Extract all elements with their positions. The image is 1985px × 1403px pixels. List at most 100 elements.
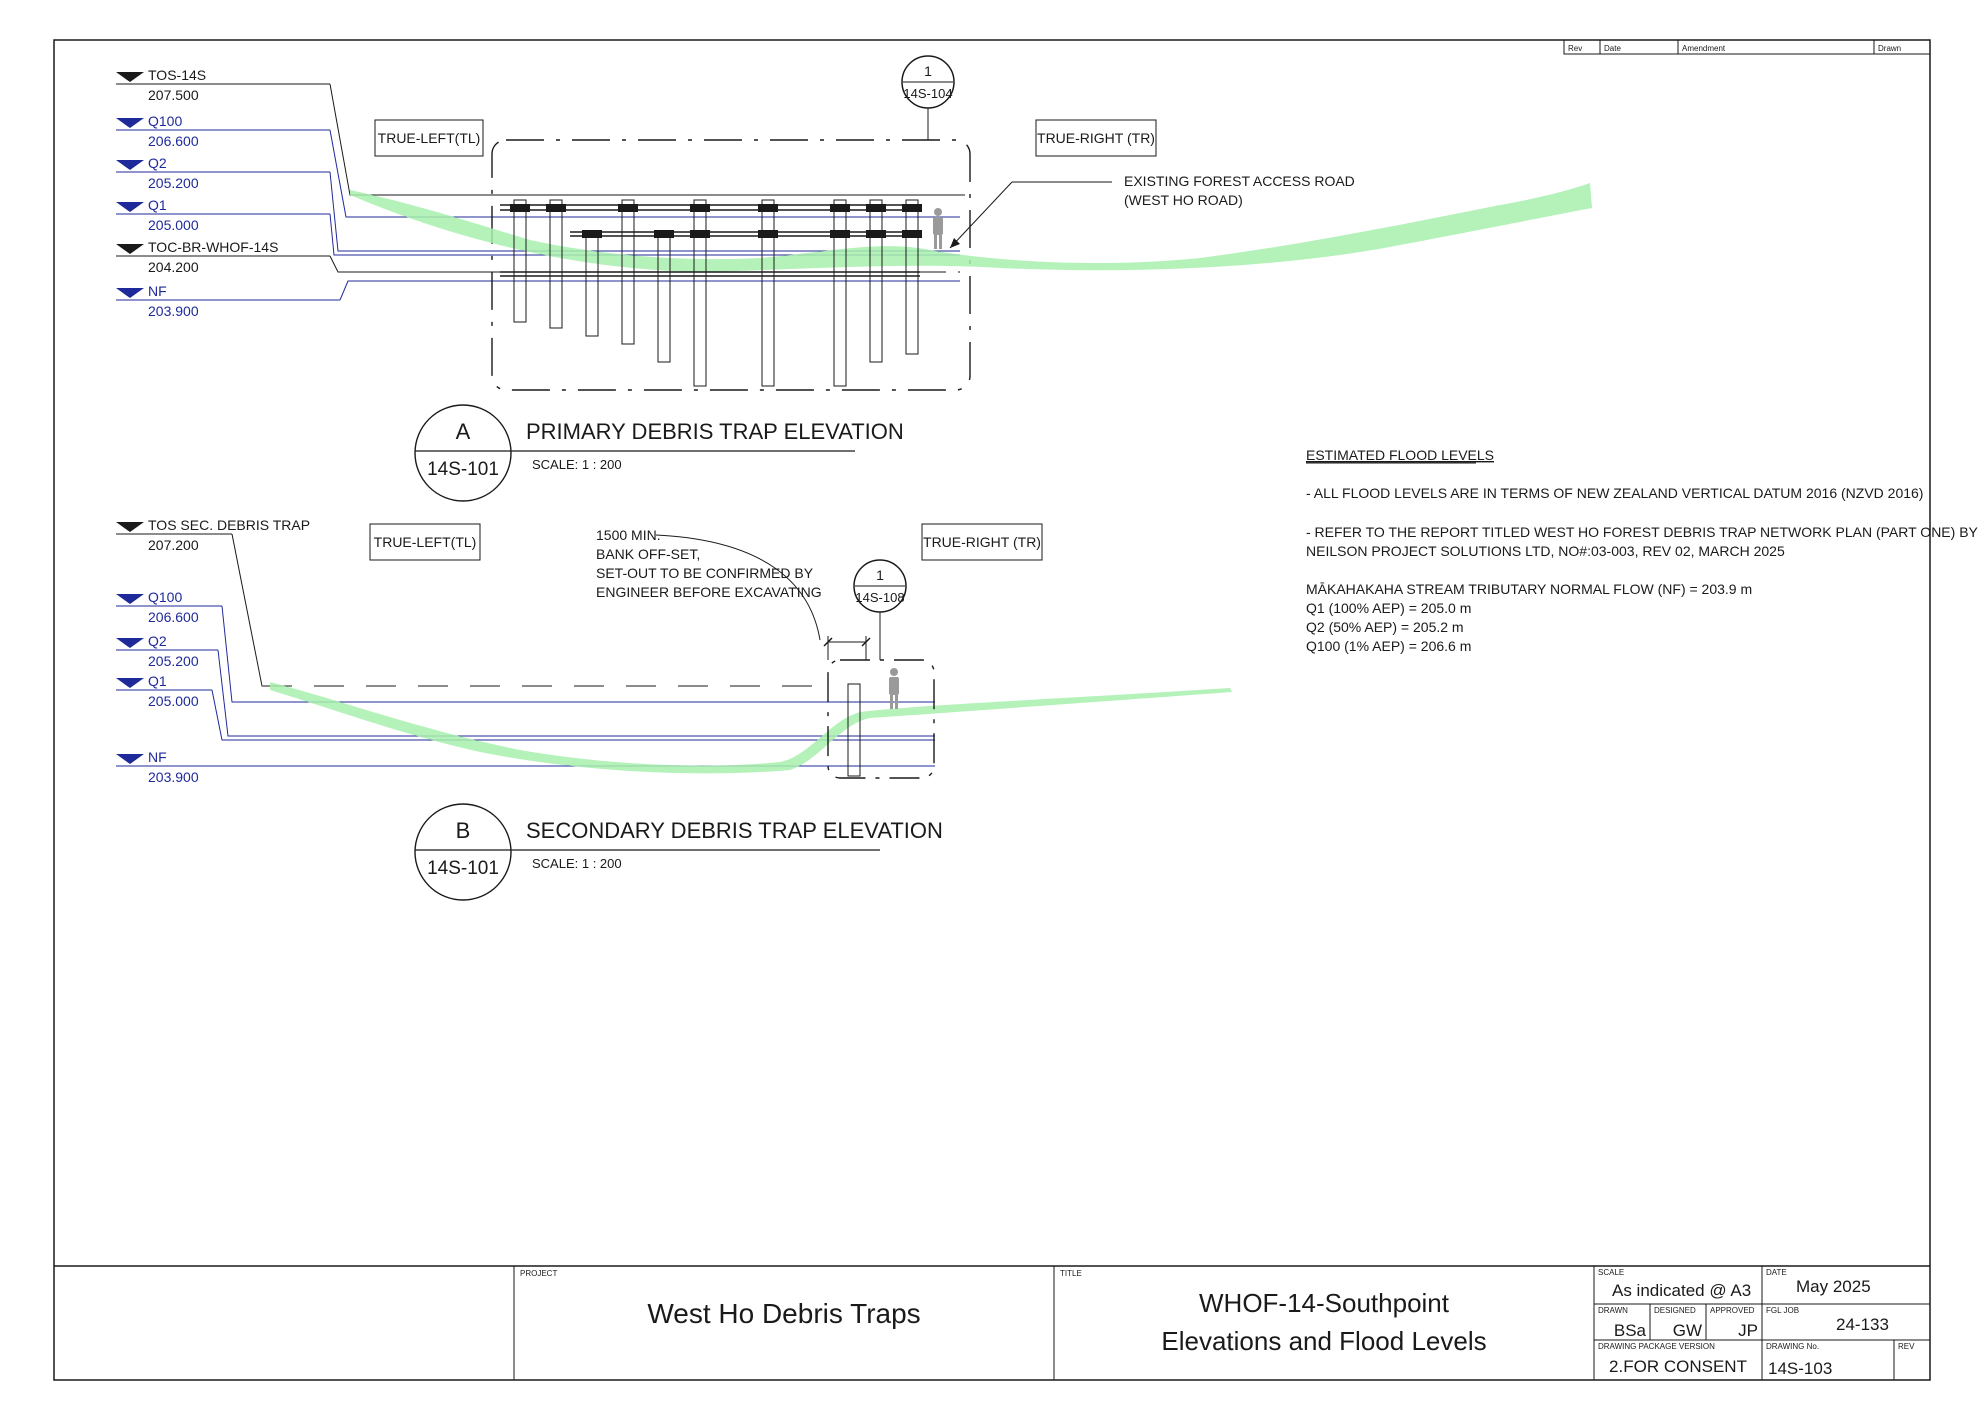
scale-value: As indicated @ A3	[1612, 1281, 1751, 1300]
job-value: 24-133	[1836, 1315, 1889, 1334]
level-name-nf: NF	[148, 283, 167, 299]
designed-value: GW	[1673, 1321, 1702, 1340]
bank-note-line2: BANK OFF-SET,	[596, 546, 700, 562]
note-line: Q2 (50% AEP) = 205.2 m	[1306, 619, 1464, 635]
true-left-label: TRUE-LEFT(TL)	[378, 130, 481, 146]
note-line: Q1 (100% AEP) = 205.0 m	[1306, 600, 1471, 616]
bank-note-line3: SET-OUT TO BE CONFIRMED BY	[596, 565, 814, 581]
ground-profile-b	[270, 682, 1232, 774]
water-level-triangle-icon	[116, 160, 144, 170]
section-marker-ref: 14S-108	[855, 590, 904, 605]
rev-header: Rev	[1568, 44, 1582, 53]
approved-value: JP	[1738, 1321, 1758, 1340]
drawn-value: BSa	[1614, 1321, 1647, 1340]
sheet-border	[53, 39, 1931, 1381]
water-level-triangle-icon	[116, 202, 144, 212]
level-triangle-icon	[116, 522, 144, 532]
drawn-header: Drawn	[1878, 44, 1901, 53]
approved-label: APPROVED	[1710, 1306, 1755, 1315]
level-marker: Q1 205.000	[116, 197, 960, 256]
level-value-nf-b: 203.900	[148, 769, 199, 785]
level-value-q100: 206.600	[148, 133, 199, 149]
road-leader-line	[949, 181, 1013, 249]
level-name-q2: Q2	[148, 155, 167, 171]
level-name-q1: Q1	[148, 197, 167, 213]
elevation-title: PRIMARY DEBRIS TRAP ELEVATION	[526, 419, 904, 444]
level-name-tos-sec: TOS SEC. DEBRIS TRAP	[148, 517, 310, 533]
true-left-box	[369, 523, 481, 561]
level-marker: Q2 205.200	[116, 155, 960, 252]
primary-trap-extent	[491, 139, 971, 391]
level-name-tos: TOS-14S	[148, 67, 206, 83]
level-marker: TOS-14S 207.500	[116, 67, 950, 196]
level-marker: Q100 206.600	[116, 589, 935, 703]
section-marker-a: 1 14S-104	[901, 55, 955, 140]
level-value-nf: 203.900	[148, 303, 199, 319]
level-marker: Q100 206.600	[116, 113, 960, 218]
true-right-box	[1035, 119, 1157, 157]
elevation-b-title-block: B 14S-101 SECONDARY DEBRIS TRAP ELEVATIO…	[414, 803, 943, 901]
water-level-triangle-icon	[116, 594, 144, 604]
person-scale-icon	[889, 668, 899, 709]
package-value: 2.FOR CONSENT	[1609, 1357, 1747, 1376]
bubble-ref: 14S-101	[427, 459, 499, 480]
designed-label: DESIGNED	[1654, 1306, 1696, 1315]
note-line: - ALL FLOOD LEVELS ARE IN TERMS OF NEW Z…	[1306, 485, 1923, 501]
level-name-q2-b: Q2	[148, 633, 167, 649]
title-label: TITLE	[1060, 1269, 1082, 1278]
true-left-box	[374, 119, 484, 157]
level-value-q1-b: 205.000	[148, 693, 199, 709]
drawing-title-line2: Elevations and Flood Levels	[1161, 1326, 1486, 1356]
water-level-triangle-icon	[116, 678, 144, 688]
level-value-q2: 205.200	[148, 175, 199, 191]
true-right-box	[921, 523, 1043, 561]
level-triangle-icon	[116, 244, 144, 254]
debris-trap-structure	[500, 199, 922, 387]
secondary-trap-extent	[827, 659, 935, 779]
water-level-triangle-icon	[116, 118, 144, 128]
date-value: May 2025	[1796, 1277, 1871, 1296]
amendment-header: Amendment	[1682, 44, 1726, 53]
title-block-text: PROJECT West Ho Debris Traps TITLE WHOF-…	[520, 1268, 1915, 1378]
drawing-no-value: 14S-103	[1768, 1359, 1832, 1378]
ground-profile	[350, 183, 1592, 272]
project-name: West Ho Debris Traps	[647, 1298, 920, 1329]
bubble-letter: B	[456, 818, 471, 843]
section-marker-number: 1	[924, 63, 932, 79]
level-name-q100-b: Q100	[148, 589, 182, 605]
water-level-triangle-icon	[116, 638, 144, 648]
level-triangle-icon	[116, 72, 144, 82]
notes-heading: ESTIMATED FLOOD LEVELS	[1306, 447, 1494, 463]
true-right-label: TRUE-RIGHT (TR)	[1037, 130, 1155, 146]
section-marker-ref: 14S-104	[903, 86, 952, 101]
level-value-tos: 207.500	[148, 87, 199, 103]
drawing-no-label: DRAWING No.	[1766, 1342, 1819, 1351]
elevation-scale: SCALE: 1 : 200	[532, 856, 622, 871]
level-name-q1-b: Q1	[148, 673, 167, 689]
road-note-line1: EXISTING FOREST ACCESS ROAD	[1124, 173, 1355, 189]
level-value-q1: 205.000	[148, 217, 199, 233]
level-marker: NF 203.900	[116, 749, 935, 785]
arrow-head-icon	[950, 238, 960, 248]
level-name-nf-b: NF	[148, 749, 167, 765]
level-marker: NF 203.900	[116, 280, 960, 319]
package-label: DRAWING PACKAGE VERSION	[1598, 1342, 1715, 1351]
true-right-label: TRUE-RIGHT (TR)	[923, 534, 1041, 550]
person-scale-icon	[933, 208, 943, 249]
bank-offset-dimension	[655, 534, 871, 660]
drawn-label: DRAWN	[1598, 1306, 1628, 1315]
level-value-q100-b: 206.600	[148, 609, 199, 625]
date-header: Date	[1604, 44, 1621, 53]
note-line: NEILSON PROJECT SOLUTIONS LTD, NO#:03-00…	[1306, 543, 1785, 559]
elevation-a-title-block: A 14S-101 PRIMARY DEBRIS TRAP ELEVATION …	[414, 404, 904, 502]
date-label: DATE	[1766, 1268, 1787, 1277]
level-name-q100: Q100	[148, 113, 182, 129]
note-line: MĀKAHAKAHA STREAM TRIBUTARY NORMAL FLOW …	[1306, 581, 1752, 597]
section-marker-number: 1	[876, 567, 884, 583]
level-value-toc: 204.200	[148, 259, 199, 275]
level-marker: Q1 205.000	[116, 673, 935, 741]
level-value-tos-sec: 207.200	[148, 537, 199, 553]
bank-note-line1: 1500 MIN.	[596, 527, 661, 543]
title-block	[54, 1265, 1930, 1380]
